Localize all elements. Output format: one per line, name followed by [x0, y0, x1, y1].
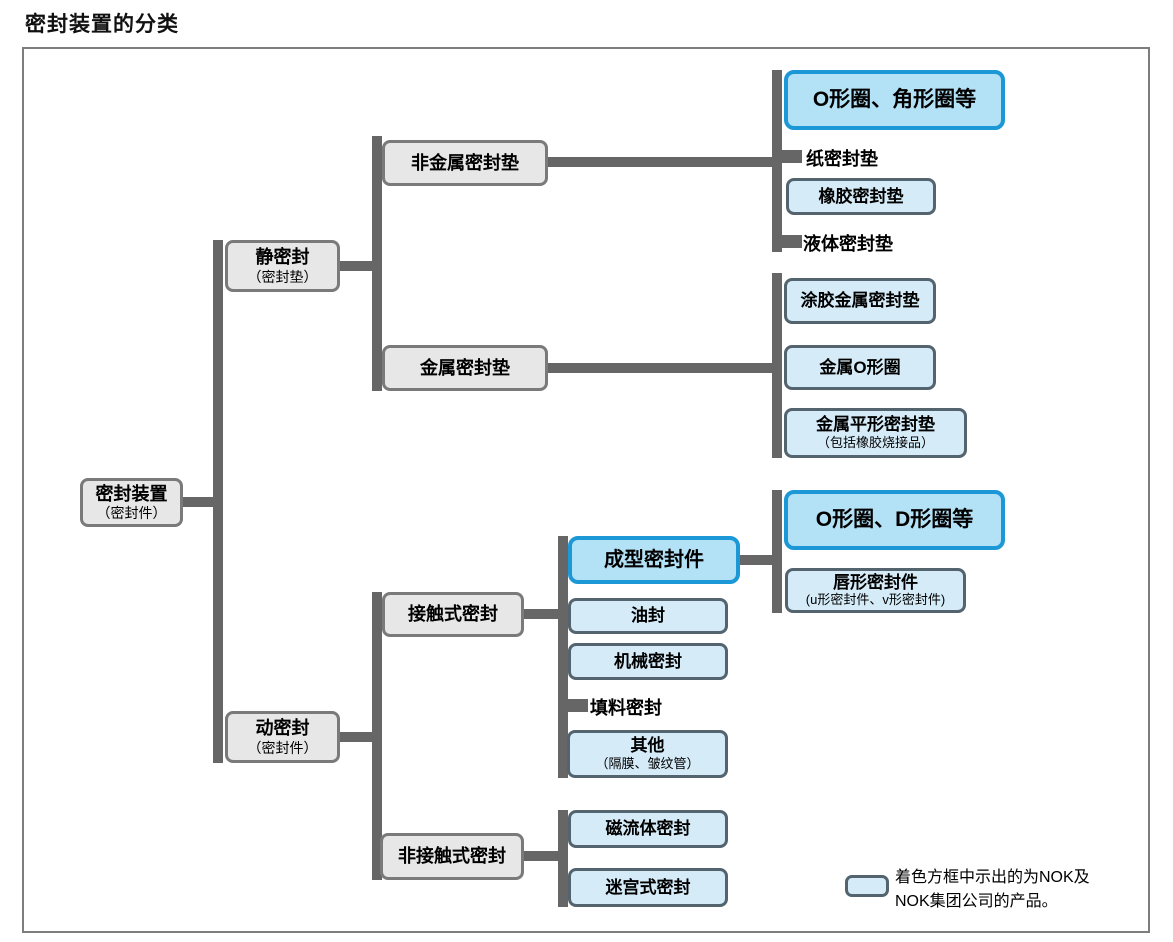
node-o-ring-d-ring-label: O形圈、D形圈等	[815, 507, 974, 531]
node-lip-seal-label: 唇形密封件	[833, 572, 918, 592]
trunk-nonmetal-children	[772, 70, 782, 252]
node-dynamic-seal-label: 动密封	[255, 718, 310, 739]
node-coated-metal-gasket: 涂胶金属密封垫	[784, 278, 936, 324]
legend-text: 着色方框中示出的为NOK及 NOK集团公司的产品。	[895, 866, 1090, 914]
node-oil-seal: 油封	[568, 598, 728, 634]
node-metal-gasket-label: 金属密封垫	[420, 357, 510, 378]
node-nonmetal-gasket-label: 非金属密封垫	[411, 152, 519, 173]
connector-root	[182, 497, 220, 507]
legend-swatch	[845, 875, 889, 897]
node-labyrinth-seal-label: 迷宫式密封	[605, 877, 691, 897]
node-static-seal-label: 静密封	[255, 247, 310, 268]
node-others-label: 其他	[630, 736, 665, 756]
connector-molded	[738, 555, 778, 565]
legend: 着色方框中示出的为NOK及 NOK集团公司的产品。	[845, 866, 1090, 914]
node-o-ring-corner-ring-label: O形圈、角形圈等	[812, 87, 977, 111]
node-metal-flat-gasket: 金属平形密封垫 （包括橡胶烧接品）	[784, 408, 967, 458]
connector-contact	[522, 609, 564, 619]
node-contact-seal-label: 接触式密封	[408, 604, 498, 625]
node-magnetic-fluid-seal: 磁流体密封	[568, 810, 728, 848]
connector-noncontact	[521, 851, 564, 861]
node-metal-o-ring: 金属O形圈	[784, 345, 936, 390]
page-title: 密封装置的分类	[25, 13, 179, 36]
node-nonmetal-gasket: 非金属密封垫	[382, 140, 548, 186]
node-o-ring-d-ring: O形圈、D形圈等	[784, 490, 1005, 550]
label-liquid-gasket: 液体密封垫	[803, 234, 893, 254]
tick-liquid-gasket	[780, 235, 802, 248]
label-paper-gasket: 纸密封垫	[806, 149, 878, 169]
trunk-contact-children	[558, 536, 568, 778]
node-static-seal-sub: （密封垫）	[247, 268, 318, 285]
node-lip-seal: 唇形密封件 (u形密封件、v形密封件)	[785, 568, 966, 613]
node-metal-gasket: 金属密封垫	[382, 345, 548, 391]
node-mechanical-seal-label: 机械密封	[614, 651, 682, 671]
connector-static	[338, 261, 378, 271]
node-magnetic-fluid-seal-label: 磁流体密封	[605, 819, 691, 839]
node-others: 其他 （隔膜、皱纹管）	[567, 730, 728, 778]
node-mechanical-seal: 机械密封	[568, 643, 728, 680]
connector-dynamic	[338, 732, 378, 742]
label-packing-seal: 填料密封	[590, 698, 662, 718]
node-static-seal: 静密封 （密封垫）	[225, 240, 340, 292]
node-dynamic-seal: 动密封 （密封件）	[225, 711, 340, 763]
legend-text-line1: 着色方框中示出的为NOK及	[895, 869, 1090, 886]
node-metal-flat-gasket-label: 金属平形密封垫	[816, 415, 935, 435]
node-lip-seal-sub: (u形密封件、v形密封件)	[805, 592, 946, 608]
node-molded-seal: 成型密封件	[568, 536, 740, 584]
tick-paper-gasket	[780, 150, 802, 163]
node-noncontact-seal-label: 非接触式密封	[398, 846, 506, 867]
node-root-label: 密封装置	[95, 483, 168, 504]
node-noncontact-seal: 非接触式密封	[380, 833, 524, 880]
node-oil-seal-label: 油封	[631, 606, 665, 626]
tick-packing-seal	[566, 699, 588, 712]
node-metal-flat-gasket-sub: （包括橡胶烧接品）	[816, 434, 934, 450]
node-dynamic-seal-sub: （密封件）	[247, 739, 318, 756]
connector-metal	[546, 363, 776, 373]
node-root: 密封装置 （密封件）	[80, 478, 183, 527]
node-rubber-gasket: 橡胶密封垫	[786, 178, 936, 215]
node-metal-o-ring-label: 金属O形圈	[819, 357, 901, 377]
trunk-metal-children	[772, 273, 782, 458]
node-rubber-gasket-label: 橡胶密封垫	[818, 186, 904, 206]
node-root-sub: （密封件）	[96, 505, 167, 522]
node-o-ring-corner-ring: O形圈、角形圈等	[784, 70, 1005, 130]
node-coated-metal-gasket-label: 涂胶金属密封垫	[800, 291, 920, 311]
legend-text-line2: NOK集团公司的产品。	[895, 893, 1058, 910]
node-labyrinth-seal: 迷宫式密封	[568, 868, 728, 907]
node-contact-seal: 接触式密封	[382, 592, 524, 637]
node-molded-seal-label: 成型密封件	[604, 548, 704, 571]
node-others-sub: （隔膜、皱纹管）	[595, 755, 700, 771]
connector-nonmetal	[546, 157, 776, 167]
trunk-molded-children	[772, 490, 782, 613]
